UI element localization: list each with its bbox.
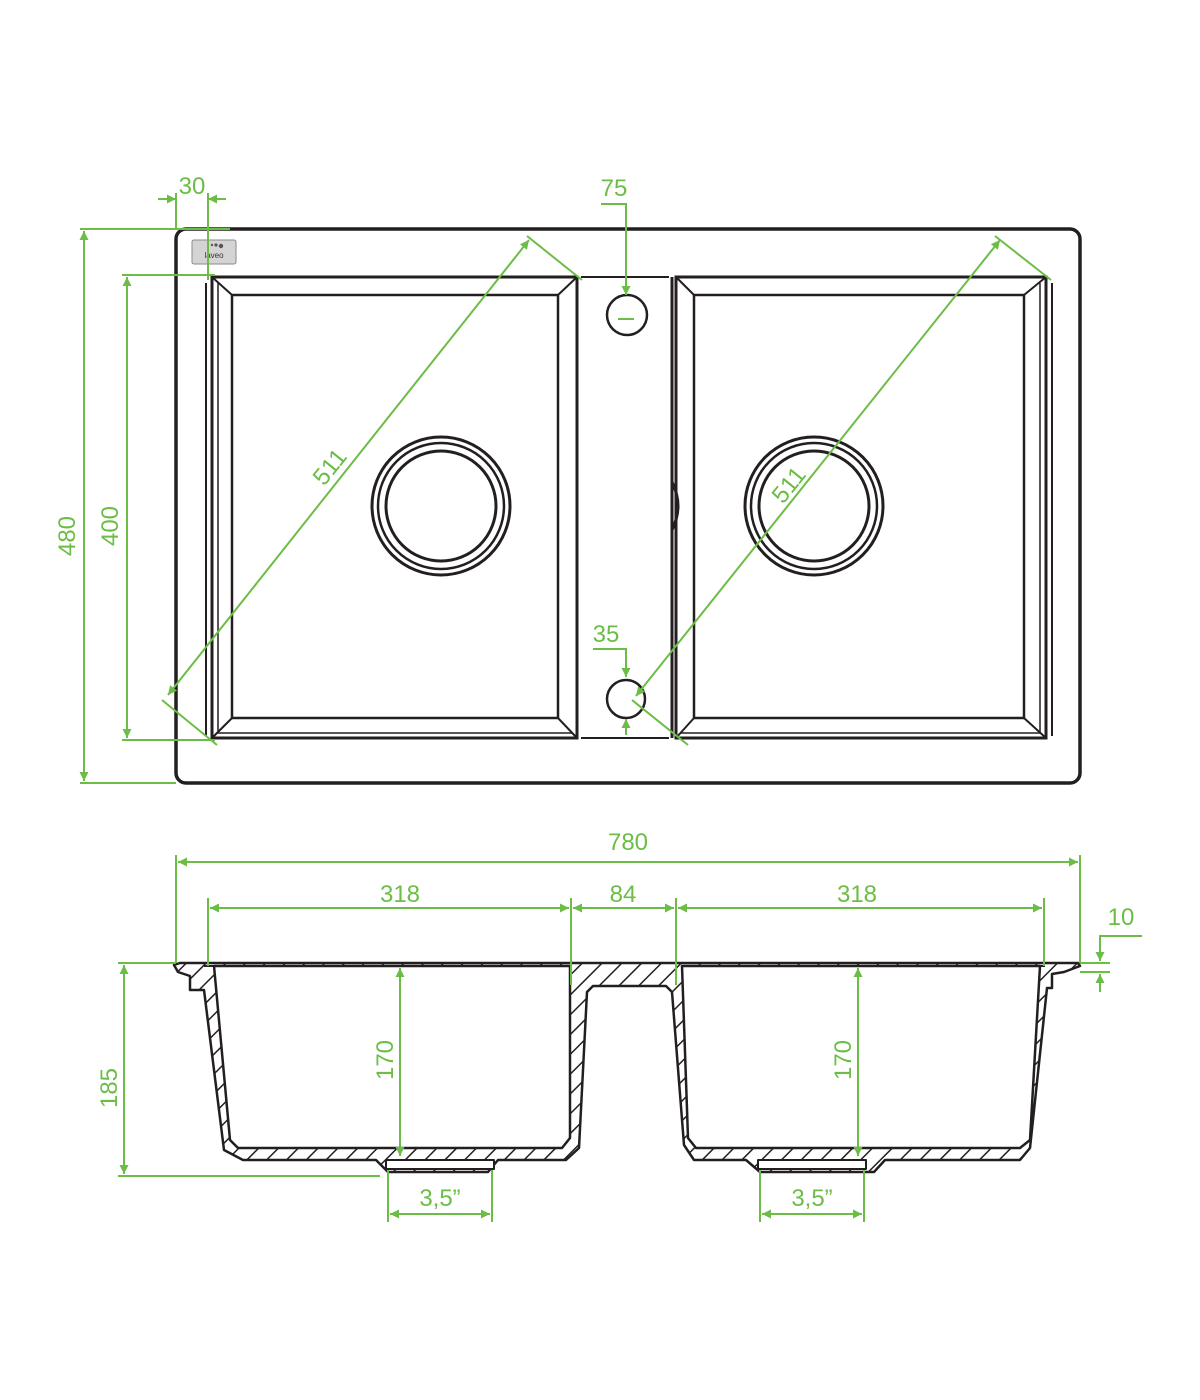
label-84: 84 bbox=[610, 881, 637, 908]
left-drain-section bbox=[385, 1159, 495, 1170]
laveo-logo: laveo bbox=[191, 239, 237, 265]
label-170-right: 170 bbox=[830, 1040, 857, 1080]
top-view-dimensions bbox=[79, 193, 1052, 784]
dim-line-511-right bbox=[635, 239, 1001, 697]
label-drain-left: 3,5” bbox=[419, 1185, 460, 1212]
dim-line-511-left bbox=[167, 239, 530, 696]
label-10: 10 bbox=[1108, 904, 1135, 931]
label-185: 185 bbox=[96, 1068, 123, 1108]
divider-top bbox=[575, 276, 680, 739]
right-drain-section bbox=[757, 1159, 867, 1170]
sink-section bbox=[172, 961, 1082, 1174]
right-drain-outer bbox=[743, 435, 885, 577]
section-view-labels: 780 318 84 318 10 185 170 170 3,5” 3,5” bbox=[96, 829, 1134, 1212]
label-75: 75 bbox=[601, 175, 628, 202]
left-drain-inner bbox=[384, 449, 498, 563]
label-480: 480 bbox=[54, 516, 81, 556]
sink-outline bbox=[174, 227, 1082, 785]
overflow-hole bbox=[605, 678, 647, 720]
label-511-left: 511 bbox=[308, 444, 353, 491]
section-view-dimensions bbox=[118, 855, 1142, 1222]
label-30: 30 bbox=[179, 173, 206, 200]
label-drain-right: 3,5” bbox=[791, 1185, 832, 1212]
label-35: 35 bbox=[593, 621, 620, 648]
top-view-labels: 480 400 30 75 35 511 511 bbox=[54, 173, 812, 648]
section-view bbox=[172, 961, 1082, 1174]
label-170-left: 170 bbox=[372, 1040, 399, 1080]
right-drain-inner bbox=[757, 449, 871, 563]
tap-hole bbox=[605, 293, 649, 337]
left-drain-outer bbox=[370, 435, 512, 577]
top-view: laveo bbox=[174, 227, 1082, 785]
left-bowl-top bbox=[205, 275, 579, 740]
label-318-left: 318 bbox=[380, 881, 420, 908]
label-318-right: 318 bbox=[837, 881, 877, 908]
right-bowl-top bbox=[674, 275, 1053, 740]
label-400: 400 bbox=[97, 506, 124, 546]
label-780: 780 bbox=[608, 829, 648, 856]
